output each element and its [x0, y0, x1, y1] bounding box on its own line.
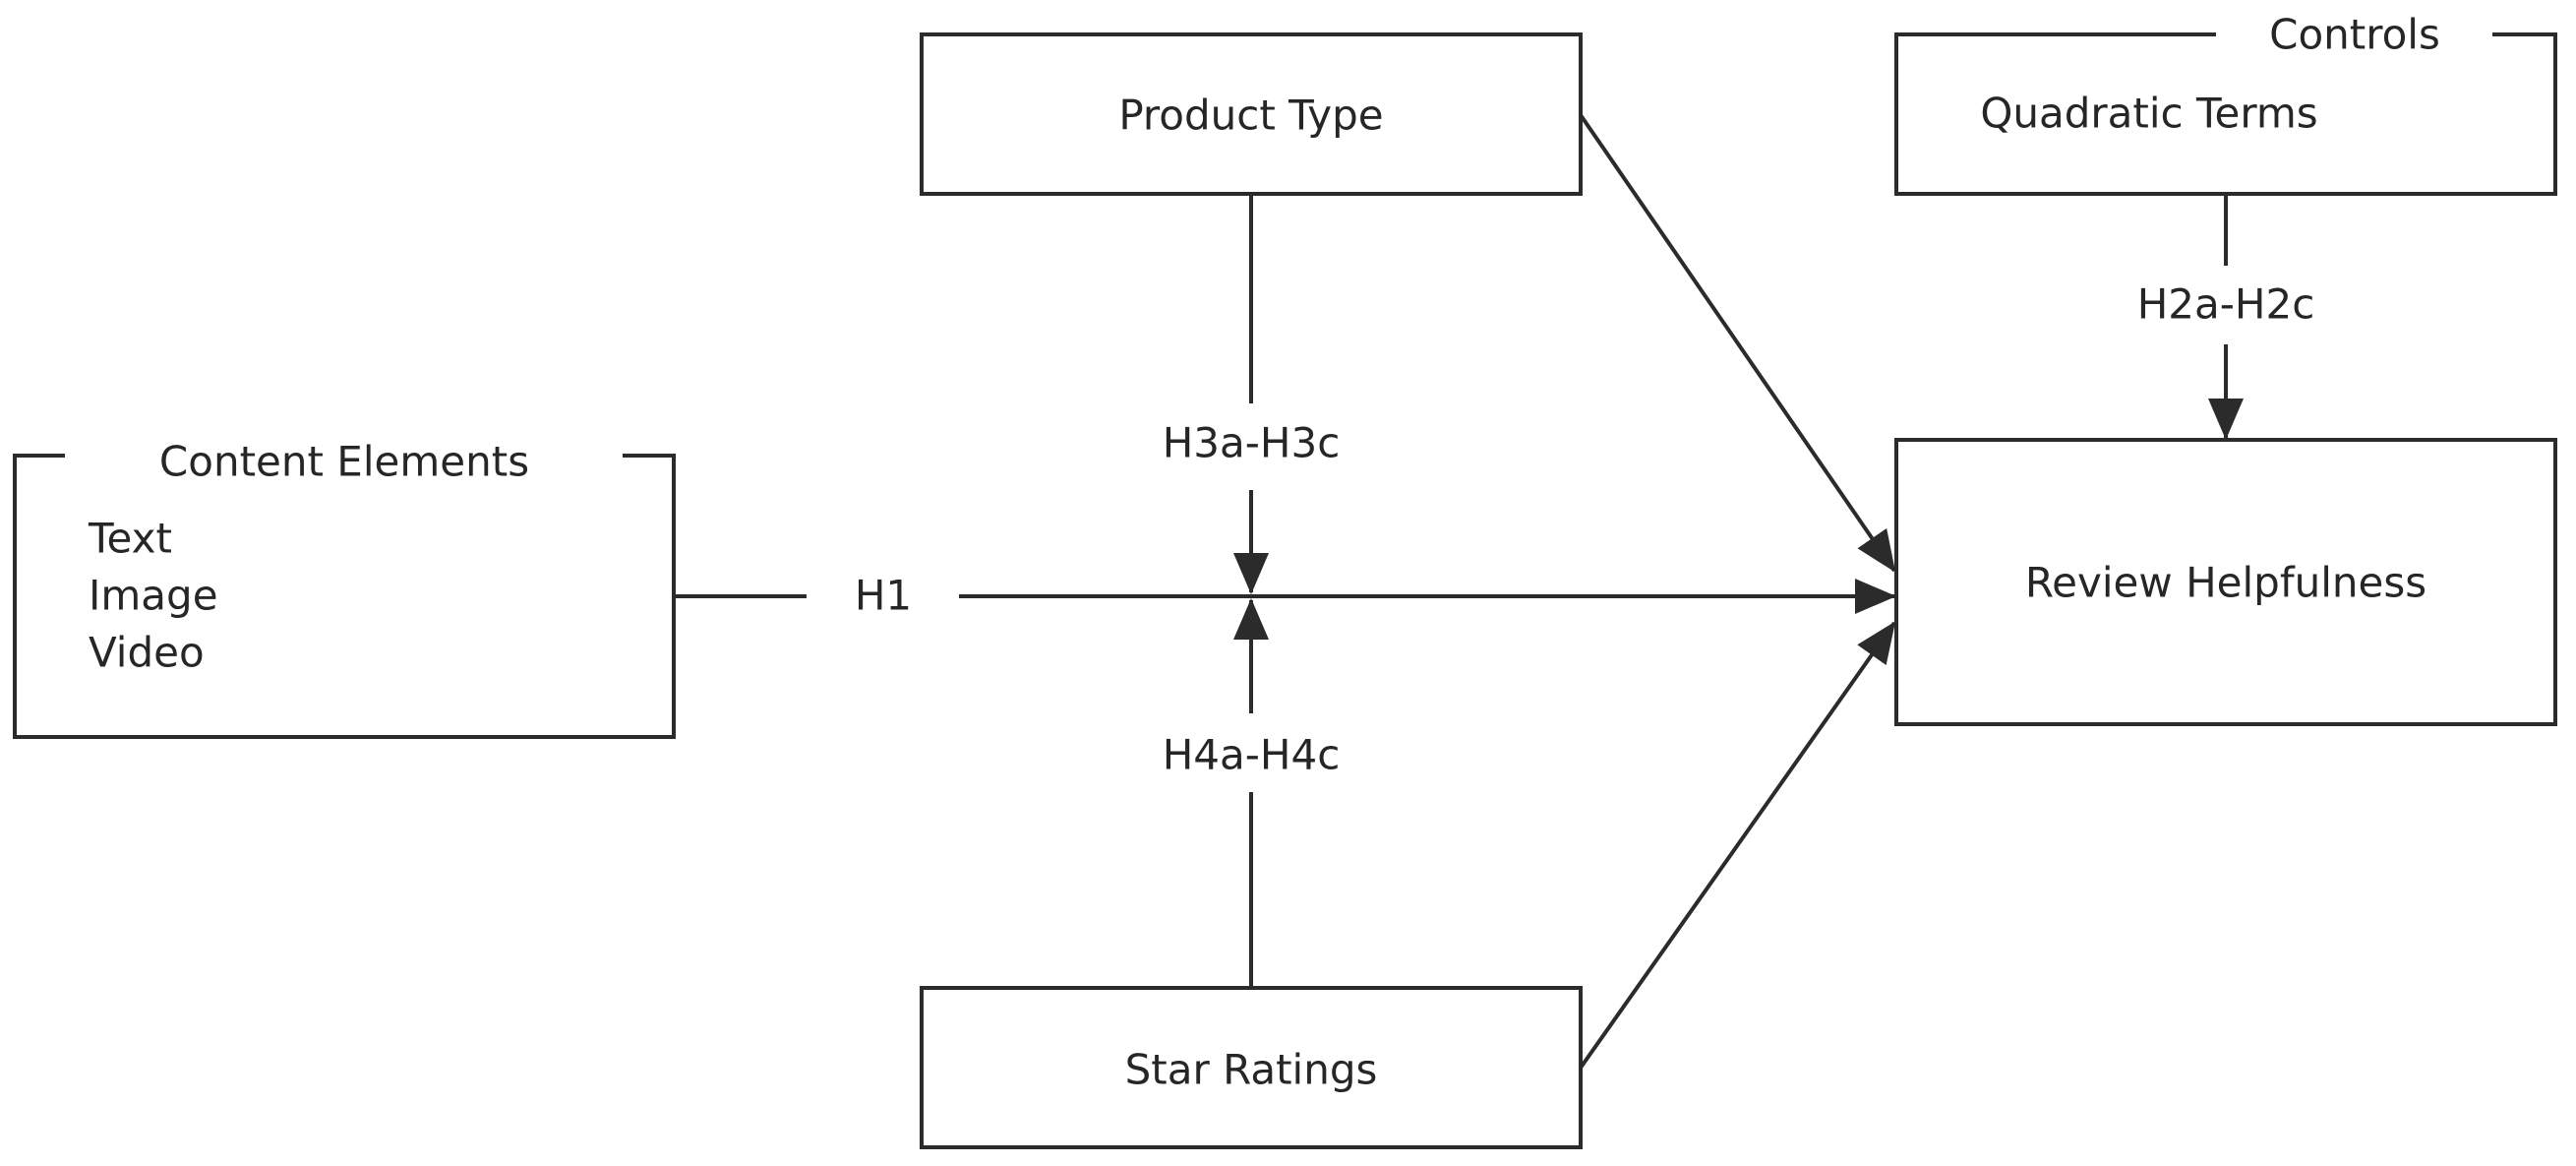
- product-type-label: Product Type: [1118, 92, 1383, 140]
- controls-group: Controls Quadratic Terms: [1894, 11, 2557, 196]
- h4-label: H4a-H4c: [1163, 731, 1341, 779]
- star-ratings-node: Star Ratings: [920, 986, 1583, 1149]
- content-elements-frame: [13, 454, 676, 739]
- h3-label: H3a-H3c: [1163, 419, 1341, 467]
- h4-edge: H4a-H4c: [1163, 598, 1341, 988]
- product-type-direct-edge: [1579, 113, 1896, 573]
- star-ratings-direct-edge: [1579, 621, 1896, 1070]
- review-helpfulness-box: [1894, 438, 2557, 726]
- controls-title: Controls: [2269, 11, 2440, 59]
- h3-edge: H3a-H3c: [1163, 194, 1341, 594]
- content-element-item-video: Video: [89, 629, 205, 677]
- product-type-node: Product Type: [920, 32, 1583, 196]
- h2-edge: H2a-H2c: [2137, 194, 2315, 440]
- content-elements-group: Content Elements Text Image Video: [13, 438, 676, 739]
- star-ratings-label: Star Ratings: [1125, 1046, 1378, 1094]
- h1-edge: H1: [674, 572, 1896, 620]
- review-helpfulness-label: Review Helpfulness: [2025, 559, 2426, 607]
- review-helpfulness-node: Review Helpfulness: [1894, 438, 2557, 726]
- content-element-item-text: Text: [88, 515, 172, 563]
- content-elements-title: Content Elements: [159, 438, 529, 486]
- h2-label: H2a-H2c: [2137, 280, 2315, 329]
- quadratic-terms-label: Quadratic Terms: [1980, 90, 2317, 138]
- content-element-item-image: Image: [89, 572, 218, 620]
- h1-label: H1: [855, 572, 912, 620]
- star-ratings-box: [920, 986, 1583, 1149]
